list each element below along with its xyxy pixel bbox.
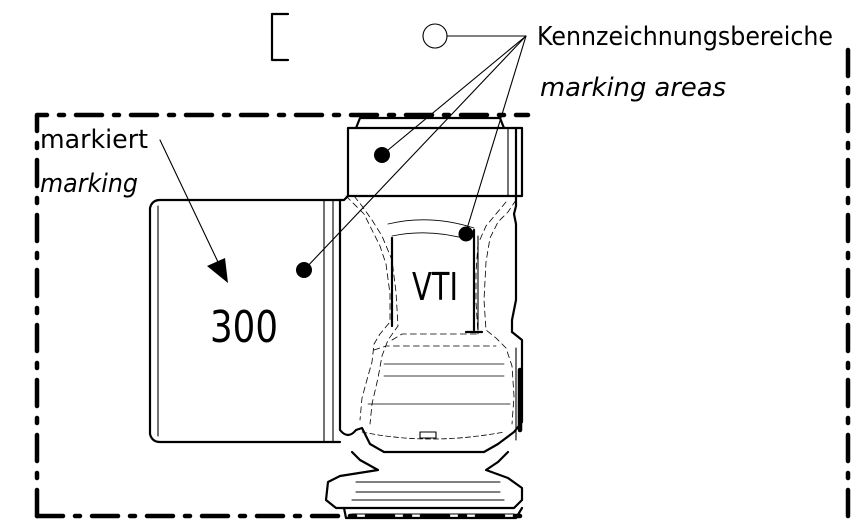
- marking-dot-side: [296, 262, 312, 278]
- valve-body: [148, 116, 524, 520]
- leader-lines: [159, 23, 527, 283]
- label-marking-areas-de: Kennzeichnungsbereiche: [537, 22, 833, 52]
- label-brand: VTI: [412, 265, 458, 309]
- label-number: 300: [210, 302, 278, 353]
- label-marked-de: markiert: [40, 125, 148, 155]
- section-bracket: [270, 12, 290, 62]
- label-marked-en: marking: [40, 169, 138, 199]
- boundary-frame: [34, 37, 851, 519]
- label-marking-areas-en: marking areas: [540, 73, 726, 103]
- marking-dot-cap: [374, 147, 390, 163]
- marking-dot-body: [458, 226, 474, 242]
